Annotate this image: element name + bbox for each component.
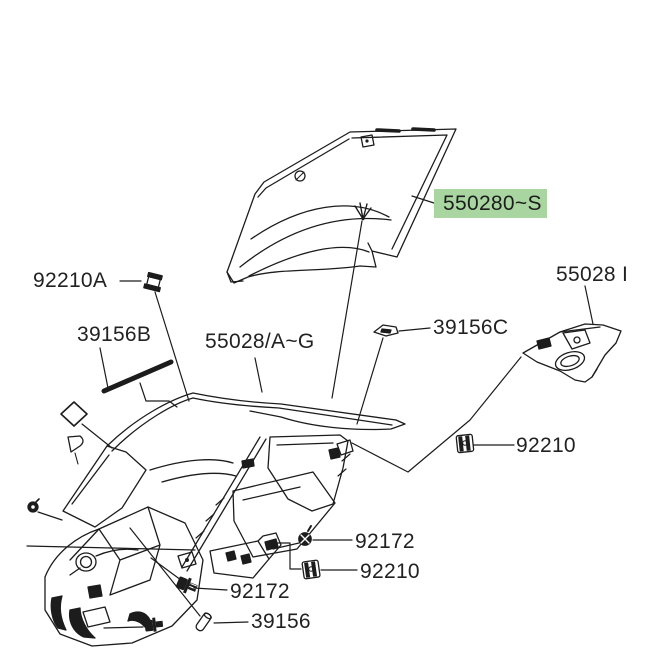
- label-pad-39156b: 39156B: [77, 323, 152, 346]
- grommet-92210a-icon: [143, 271, 163, 293]
- label-screw-92172-lower: 92172: [230, 580, 290, 603]
- nut-icon: [27, 498, 40, 513]
- mount-mark-icon: [354, 202, 372, 221]
- main-cowl-drawing: [44, 392, 406, 647]
- label-screw-92172-upper: 92172: [355, 530, 415, 553]
- diamond-clip-icon: [60, 401, 88, 427]
- bolt-icon: [144, 617, 164, 632]
- label-grommet-92210a: 92210A: [33, 269, 108, 292]
- leader-lines: [26, 195, 594, 629]
- label-clip-39156c: 39156C: [433, 316, 509, 339]
- flat-clip-39156c-icon: [373, 324, 399, 337]
- pin-39156-icon: [195, 612, 212, 632]
- clip-nut-92210-right-icon: [455, 433, 475, 454]
- label-clip-92210-lower: 92210: [360, 560, 420, 583]
- label-pin-39156: 39156: [251, 610, 311, 633]
- label-upper-cowl-selected[interactable]: 550280~S: [434, 189, 547, 218]
- bracket-flag-icon: [67, 435, 84, 465]
- pad-strip-39156b-icon: [101, 359, 174, 394]
- flanged-bolt-92172-lower-icon: [175, 576, 198, 594]
- dome-screw-92172-upper-icon: [298, 525, 312, 546]
- label-clip-92210-right: 92210: [516, 434, 576, 457]
- label-right-cowl: 55028 I: [556, 263, 629, 286]
- label-main-cowl: 55028/A~G: [205, 330, 315, 353]
- clip-nut-92210-lower-icon: [301, 559, 321, 580]
- upper-cowl-drawing: [226, 127, 457, 284]
- right-cowl-drawing: [522, 323, 622, 383]
